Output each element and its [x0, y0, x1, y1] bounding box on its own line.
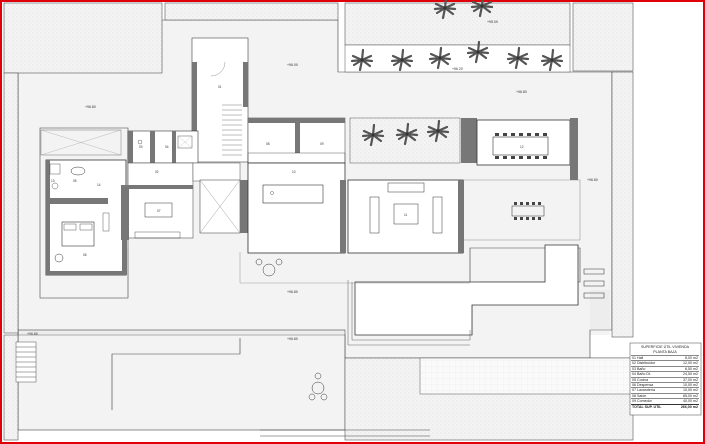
row-area: 37,00 m2: [683, 377, 698, 382]
room-number: 09: [320, 142, 324, 146]
room-number: 03: [139, 145, 143, 149]
room-number: 06: [83, 253, 87, 257]
dressing-room: [127, 162, 194, 239]
level-mark: +95.00: [487, 20, 498, 24]
row-area: 10,00 m2: [683, 383, 698, 388]
surface-table-row: 08 Salón 65,00 m2: [631, 392, 699, 398]
room-number: 12: [520, 145, 524, 149]
row-room: 02 Distribuidor: [632, 361, 656, 366]
row-room: 06 Despensa: [632, 383, 654, 388]
level-mark: +96.80: [287, 337, 298, 341]
surface-table-title: SUPERFICIE ÚTIL VIVIENDA: [641, 345, 689, 349]
level-mark: +96.80: [516, 90, 527, 94]
dining-room: [476, 119, 571, 166]
room-number: 07: [157, 209, 161, 213]
row-area: 40,00 m2: [683, 399, 698, 404]
room-number: 14: [97, 183, 101, 187]
surface-table-subtitle: PLANTA BAJA: [653, 350, 677, 354]
level-mark: +96.80: [587, 178, 598, 182]
level-marks: +96.00 +96.80 +96.80 +96.80 +96.20 +96.8…: [27, 20, 598, 341]
surface-table-row: 06 Despensa 10,00 m2: [631, 382, 699, 387]
outdoor-lounge: [255, 258, 328, 401]
surface-table-row: 05 Cocina 37,00 m2: [631, 376, 699, 382]
surface-table-total: TOTAL SUP. ÚTIL 266,00 m2: [631, 403, 699, 409]
sun-loungers: [583, 268, 605, 299]
row-area: 10,00 m2: [683, 388, 698, 393]
room-number: 10: [292, 170, 296, 174]
stairs-bottom-left: [15, 341, 37, 383]
total-label: TOTAL SUP. ÚTIL: [632, 404, 662, 409]
row-area: 65,00 m2: [683, 393, 698, 398]
bed: [61, 221, 95, 247]
row-area: 8,00 m2: [685, 356, 698, 360]
surface-table-row: 01 Hall 8,00 m2: [631, 355, 699, 360]
surface-table-row: 09 Comedor 40,00 m2: [631, 398, 699, 403]
room-number: 11: [404, 213, 408, 217]
room-numbers: 01 02 03 04 05 06 07 08 09 10 11 12 13 1…: [51, 85, 524, 257]
garden-top-left: [3, 2, 163, 74]
entry-hall: [191, 37, 249, 163]
room-number: 05: [73, 179, 77, 183]
surface-table: SUPERFICIE ÚTIL VIVIENDA PLANTA BAJA 01 …: [631, 345, 699, 409]
total-value: 266,00 m2: [680, 404, 698, 409]
level-mark: +96.80: [27, 332, 38, 336]
row-area: 12,00 m2: [683, 361, 698, 366]
room-number: 13: [51, 179, 55, 183]
row-area: 24,50 m2: [683, 372, 698, 377]
surface-table-row: 02 Distribuidor 12,00 m2: [631, 360, 699, 365]
row-room: 07 Lavandería: [632, 388, 655, 393]
surface-table-row: 07 Lavandería 10,00 m2: [631, 387, 699, 392]
planter-top: [344, 44, 571, 73]
level-mark: +96.00: [287, 63, 298, 67]
row-room: 05 Cocina: [632, 377, 649, 382]
row-room: 04 Baño Dt.: [632, 372, 651, 377]
bathroom-block: [127, 130, 199, 164]
pool-water: [354, 244, 579, 336]
surface-table-row: 03 Baño 6,50 m2: [631, 365, 699, 371]
level-mark: +96.80: [287, 290, 298, 294]
room-number: 08: [266, 142, 270, 146]
level-mark: +96.20: [452, 67, 463, 71]
row-room: 03 Baño: [632, 366, 646, 371]
row-room: 09 Comedor: [632, 399, 652, 404]
room-number: 02: [155, 170, 159, 174]
room-number: 01: [218, 85, 222, 89]
kitchen: [247, 162, 346, 254]
level-mark: +96.80: [85, 105, 96, 109]
row-room: 01 Hall: [632, 356, 644, 360]
row-area: 6,50 m2: [685, 366, 698, 371]
row-room: 08 Salón: [632, 393, 647, 398]
room-number: 04: [165, 145, 169, 149]
surface-table-row: 04 Baño Dt. 24,50 m2: [631, 371, 699, 376]
